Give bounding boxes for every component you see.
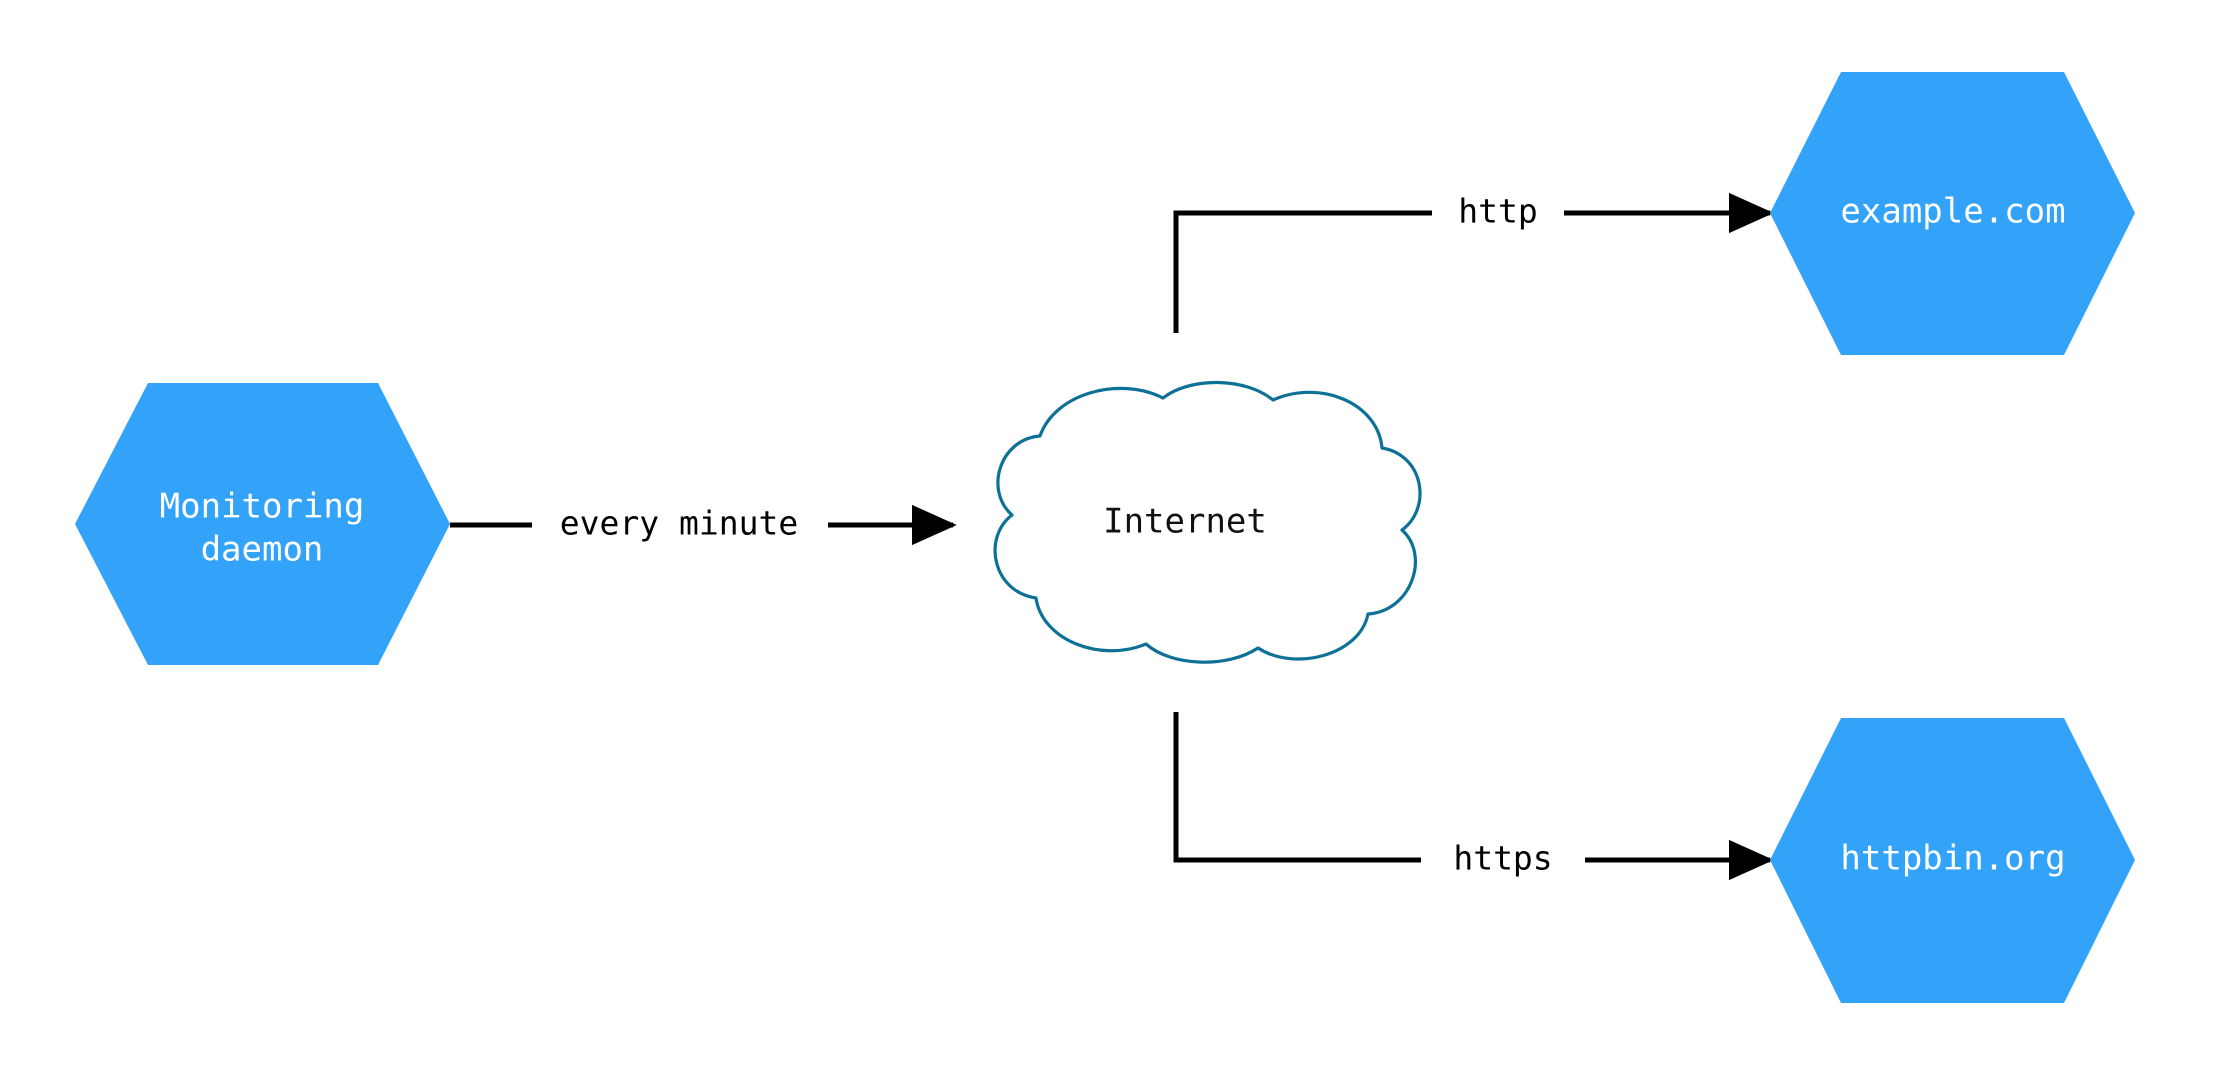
node-internet[interactable]: Internet — [993, 380, 1422, 664]
edge-daemon-to-internet[interactable]: every minute — [450, 500, 957, 550]
httpbin-org-label: httpbin.org — [1840, 839, 2065, 879]
monitoring-daemon-label-line1: Monitoring — [160, 487, 365, 527]
node-monitoring-daemon[interactable]: Monitoring daemon — [75, 383, 450, 665]
edge-label-http: http — [1458, 192, 1537, 231]
edge-internet-to-example-line — [1173, 192, 1774, 333]
node-httpbin-org[interactable]: httpbin.org — [1770, 718, 2135, 1003]
edge-internet-to-example-label-backing — [1432, 188, 1564, 238]
monitoring-daemon-label-line2: daemon — [201, 530, 324, 570]
internet-cloud-shape — [993, 380, 1422, 664]
edge-internet-to-httpbin[interactable]: https — [1173, 712, 1774, 885]
node-example-com[interactable]: example.com — [1770, 72, 2135, 355]
edge-label-https: https — [1453, 839, 1552, 878]
example-com-hexagon-shape — [1770, 72, 2135, 355]
httpbin-org-hexagon-shape — [1770, 718, 2135, 1003]
edge-daemon-to-internet-label-backing — [532, 500, 828, 550]
example-com-label: example.com — [1840, 192, 2065, 232]
edge-internet-to-httpbin-label-backing — [1421, 835, 1585, 885]
monitoring-daemon-hexagon-shape — [75, 383, 450, 665]
internet-label: Internet — [1103, 502, 1267, 542]
edge-internet-to-example[interactable]: http — [1173, 188, 1774, 333]
edge-label-every-minute: every minute — [560, 504, 798, 543]
